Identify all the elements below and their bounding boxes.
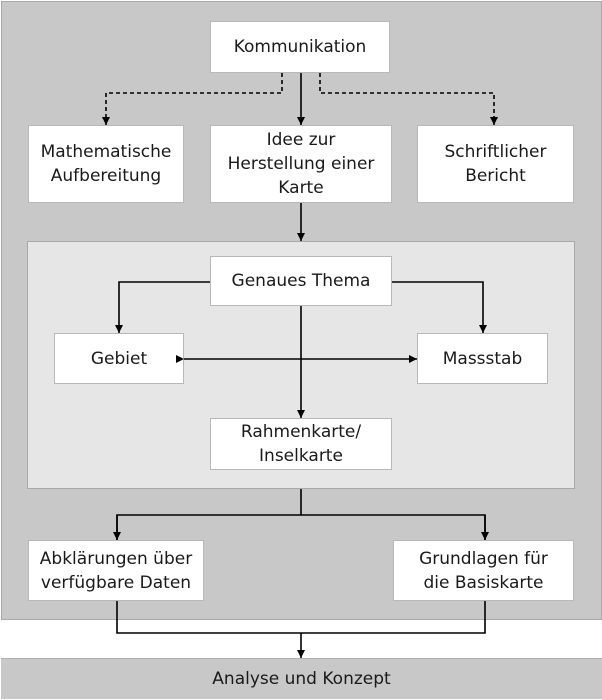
edge-kommunikation-mathematische xyxy=(102,73,283,125)
node-massstab: Massstab xyxy=(417,333,548,384)
node-idee: Idee zur Herstellung einer Karte xyxy=(210,125,392,203)
node-kommunikation: Kommunikation xyxy=(210,21,390,73)
edge-kommunikation-schriftlicher xyxy=(319,73,498,125)
node-abklaerungen: Abklärungen über verfügbare Daten xyxy=(28,540,204,601)
edge-merge xyxy=(116,601,486,634)
node-schriftlicher-bericht: Schriftlicher Bericht xyxy=(417,125,574,203)
edge-thema-gebiet xyxy=(115,281,210,333)
node-genaues-thema: Genaues Thema xyxy=(210,256,392,306)
footer-analyse: Analyse und Konzept xyxy=(1,658,602,699)
node-rahmenkarte: Rahmenkarte/ Inselkarte xyxy=(210,418,392,470)
node-grundlagen: Grundlagen für die Basiskarte xyxy=(393,540,574,601)
edge-panel-split xyxy=(116,489,486,540)
node-mathematische-aufbereitung: Mathematische Aufbereitung xyxy=(28,125,184,203)
edge-thema-massstab xyxy=(392,281,487,333)
node-gebiet: Gebiet xyxy=(54,333,184,384)
